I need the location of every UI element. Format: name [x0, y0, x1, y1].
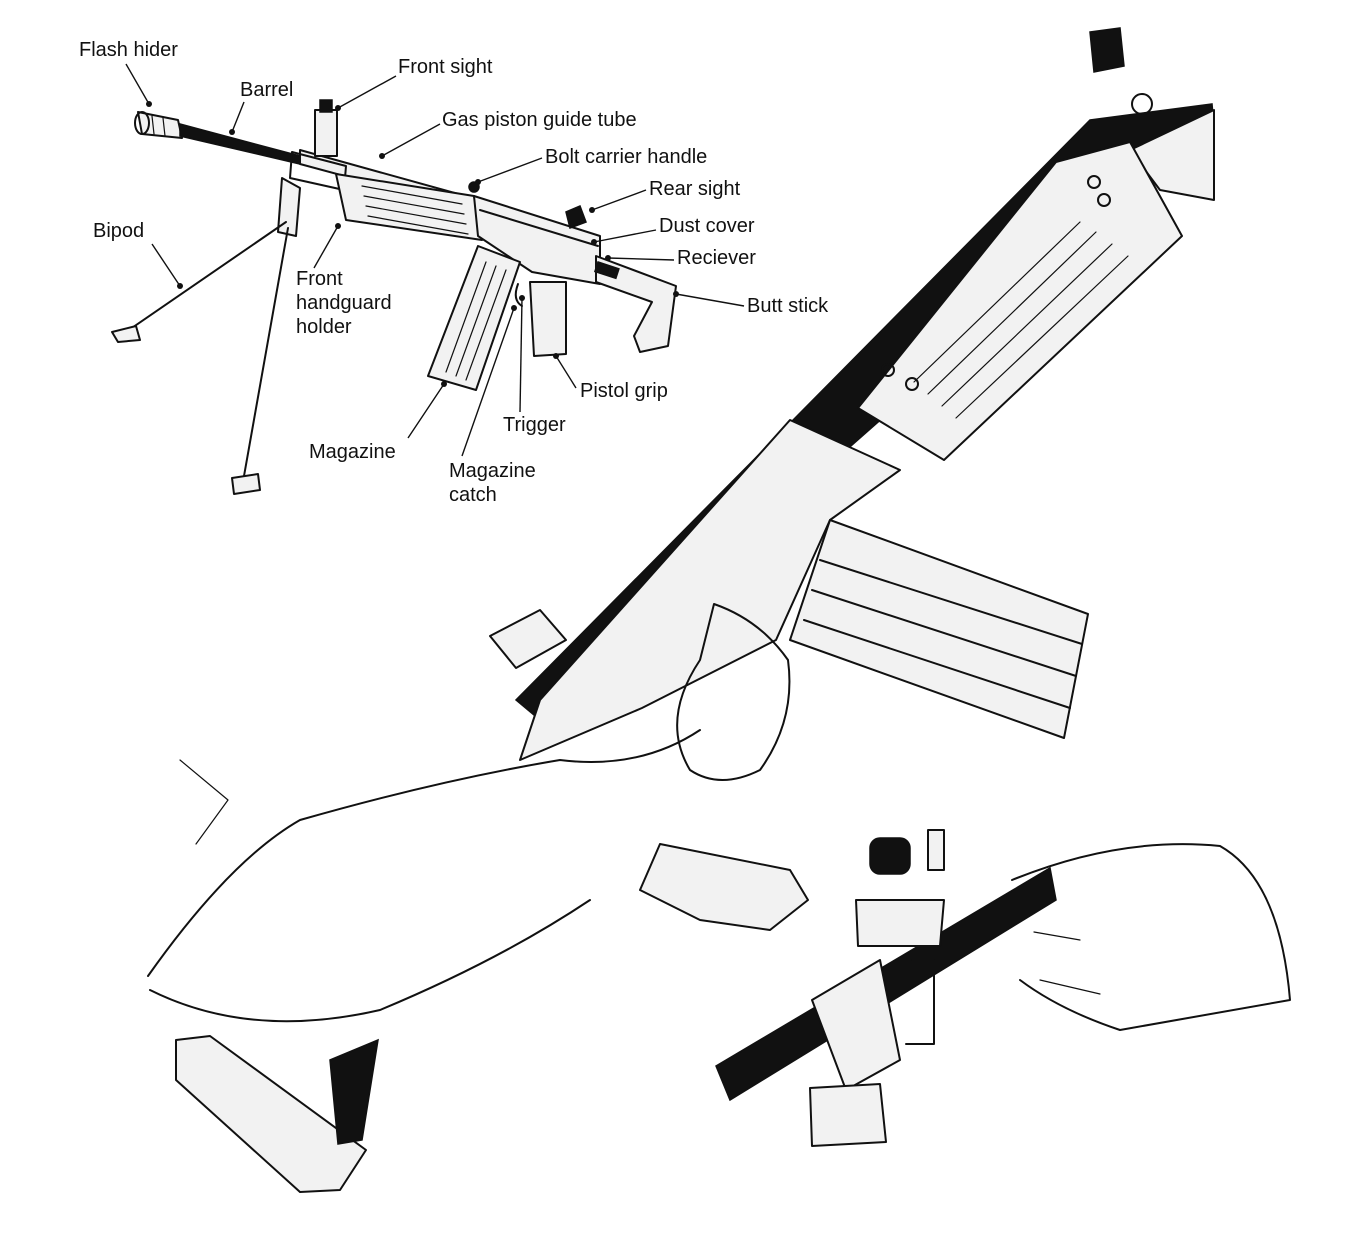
label-bipod: Bipod — [93, 220, 145, 242]
label-barrel: Barrel — [240, 79, 294, 101]
closeup-hand — [676, 603, 791, 781]
magazine-drawing — [427, 245, 521, 391]
front-sight-drawing — [289, 99, 347, 191]
closeup-receiver — [519, 419, 901, 761]
rifle-parts-overview — [111, 99, 677, 495]
label-front-sight: Front sight — [398, 56, 493, 78]
label-flash-hider: Flash hider — [79, 39, 178, 61]
label-reciever: Reciever — [677, 247, 756, 269]
handguard-drawing — [335, 173, 483, 241]
trigger-drawing — [514, 283, 523, 307]
label-magazine-catch: Magazine catch — [449, 460, 536, 506]
label-bolt-carrier-handle: Bolt carrier handle — [545, 146, 708, 168]
adjust-tool — [905, 959, 935, 1045]
label-dust-cover: Dust cover — [659, 215, 755, 237]
label-butt-stick: Butt stick — [747, 295, 829, 317]
adjust-sight-hood — [869, 837, 911, 875]
flash-hider-drawing — [134, 111, 183, 139]
rifle-held-closeup — [147, 27, 1215, 1193]
barrel-drawing — [179, 123, 301, 165]
pistol-grip-drawing — [529, 281, 567, 357]
bipod-drawing — [111, 177, 301, 495]
rear-sight-drawing — [565, 205, 587, 229]
closeup-magazine — [789, 519, 1089, 739]
label-front-handguard-holder: Front handguard holder — [296, 268, 392, 338]
closeup-rear-sight — [489, 609, 567, 669]
label-pistol-grip: Pistol grip — [580, 380, 668, 402]
closeup-pistol-grip — [639, 843, 809, 931]
label-magazine: Magazine — [309, 441, 396, 463]
front-sight-adjustment-closeup — [715, 829, 1291, 1147]
closeup-handguard — [857, 141, 1183, 461]
closeup-butt-stock — [175, 1035, 367, 1193]
label-gas-piston-guide-tube: Gas piston guide tube — [442, 109, 637, 131]
closeup-front-sight-post — [1089, 27, 1125, 73]
closeup-handguard-ribs — [913, 221, 1129, 419]
label-trigger: Trigger — [503, 414, 566, 436]
leader-lines — [125, 63, 745, 457]
label-rear-sight: Rear sight — [649, 178, 741, 200]
closeup-forearm — [147, 729, 701, 977]
handguard-ribs — [361, 185, 469, 235]
adjust-hand — [1011, 843, 1291, 1031]
adjust-sight-base — [855, 899, 945, 947]
